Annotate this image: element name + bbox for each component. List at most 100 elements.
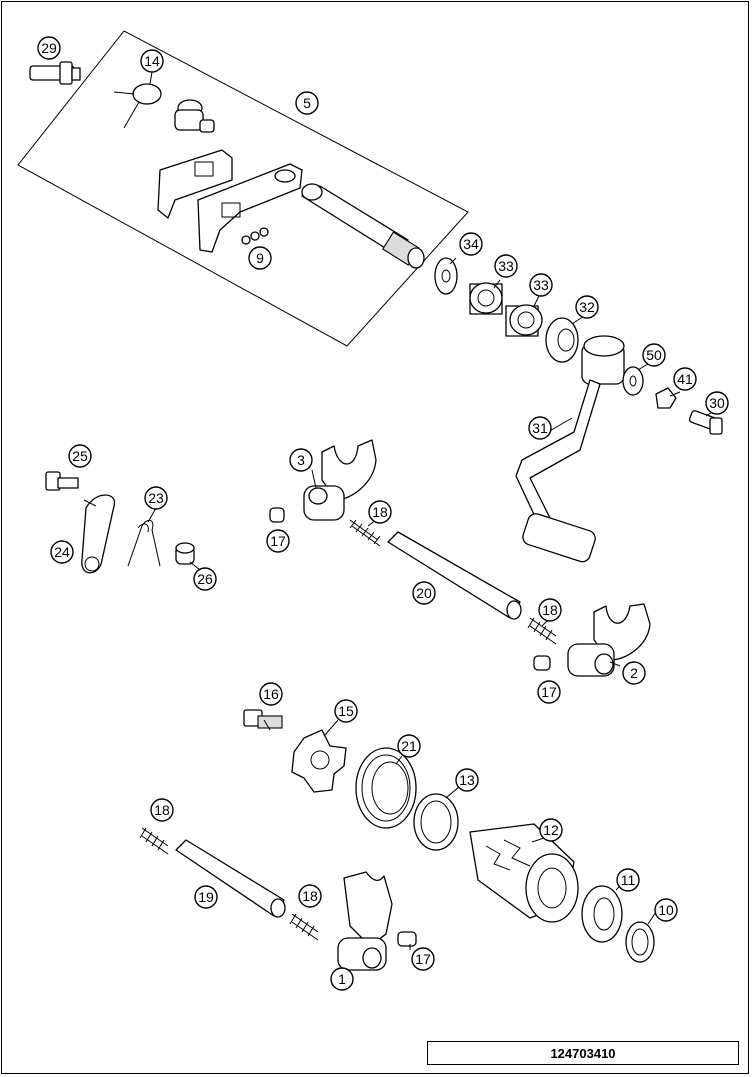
callout-12: 12 — [539, 818, 563, 842]
part-18-spring — [139, 827, 169, 855]
svg-text:13: 13 — [459, 772, 475, 788]
svg-text:34: 34 — [463, 236, 479, 252]
callout-19: 19 — [194, 885, 218, 909]
part-25-bolt — [45, 471, 79, 491]
svg-text:17: 17 — [270, 533, 286, 549]
callout-29: 29 — [37, 36, 61, 60]
callout-5: 5 — [295, 91, 319, 115]
callout-26: 26 — [193, 567, 217, 591]
callout-30: 30 — [705, 391, 729, 415]
callout-34: 34 — [459, 232, 483, 256]
callout-3: 3 — [289, 448, 313, 472]
part-50-washer — [622, 366, 644, 396]
svg-text:5: 5 — [303, 95, 311, 111]
svg-text:41: 41 — [677, 371, 693, 387]
part-13-ring — [413, 793, 459, 851]
callout-18: 18 — [150, 798, 174, 822]
svg-text:1: 1 — [338, 971, 346, 987]
callout-18: 18 — [368, 500, 392, 524]
svg-text:23: 23 — [148, 490, 164, 506]
svg-text:33: 33 — [533, 277, 549, 293]
svg-text:16: 16 — [263, 686, 279, 702]
callout-41: 41 — [673, 367, 697, 391]
shift-shaft — [301, 183, 425, 269]
part-33-needle-bearing — [505, 304, 543, 337]
part-11-bearing — [581, 885, 623, 943]
part-18-spring — [289, 913, 319, 941]
callout-17: 17 — [411, 947, 435, 971]
callout-31: 31 — [528, 416, 552, 440]
callout-20: 20 — [412, 581, 436, 605]
part-29-bolt — [29, 61, 81, 85]
svg-text:11: 11 — [621, 872, 636, 888]
callout-13: 13 — [455, 768, 479, 792]
part-23-spring — [127, 520, 161, 567]
callout-11: 11 — [616, 868, 640, 892]
svg-text:29: 29 — [41, 40, 57, 56]
callout-25: 25 — [68, 444, 92, 468]
callout-33: 33 — [529, 273, 553, 297]
part-33-needle-bearing — [469, 282, 503, 315]
part-10-ring — [625, 921, 655, 963]
part-2-shift-fork — [567, 603, 651, 677]
svg-text:33: 33 — [498, 258, 514, 274]
svg-text:18: 18 — [372, 504, 388, 520]
svg-text:18: 18 — [302, 888, 318, 904]
callout-18: 18 — [298, 884, 322, 908]
svg-text:3: 3 — [297, 452, 305, 468]
svg-text:24: 24 — [54, 544, 70, 560]
callout-9: 9 — [248, 246, 272, 270]
svg-text:20: 20 — [416, 585, 432, 601]
part-19-shift-rod — [175, 839, 286, 918]
part-17-pin — [397, 931, 417, 947]
svg-text:17: 17 — [415, 951, 431, 967]
svg-text:2: 2 — [630, 665, 638, 681]
shift-bushing — [174, 99, 215, 133]
svg-text:17: 17 — [541, 684, 557, 700]
part-1-shift-fork — [337, 871, 393, 971]
svg-text:10: 10 — [658, 902, 674, 918]
svg-text:18: 18 — [154, 802, 170, 818]
part-24-detent-lever — [81, 494, 116, 574]
part-20-shift-rod — [387, 531, 522, 620]
callout-24: 24 — [50, 540, 74, 564]
callout-17: 17 — [537, 680, 561, 704]
callout-33: 33 — [494, 254, 518, 278]
callout-2: 2 — [622, 661, 646, 685]
part-41-nut — [655, 387, 677, 409]
part-32-ring — [545, 317, 579, 363]
svg-text:32: 32 — [579, 299, 595, 315]
svg-text:9: 9 — [256, 250, 264, 266]
assembly-group-outline — [17, 30, 469, 347]
callout-15: 15 — [334, 699, 358, 723]
part-16-bolt — [243, 709, 283, 729]
callout-14: 14 — [140, 49, 164, 73]
callout-10: 10 — [654, 898, 678, 922]
part-26-bushing — [175, 542, 195, 565]
callout-17: 17 — [266, 529, 290, 553]
part-30-bolt — [688, 410, 723, 435]
svg-text:26: 26 — [197, 571, 213, 587]
part-31-shift-lever — [515, 335, 625, 563]
svg-text:18: 18 — [542, 602, 558, 618]
part-18-spring — [527, 617, 557, 645]
callout-21: 21 — [397, 734, 421, 758]
part-3-shift-fork — [303, 439, 377, 521]
part-21-bearing — [355, 747, 417, 829]
part-12-shift-drum — [469, 823, 579, 923]
svg-text:19: 19 — [198, 889, 214, 905]
svg-text:12: 12 — [543, 822, 559, 838]
shift-plates — [157, 149, 303, 253]
part-9-rollers — [241, 227, 269, 245]
svg-text:15: 15 — [338, 703, 354, 719]
callout-16: 16 — [259, 682, 283, 706]
part-17-pin — [533, 655, 551, 671]
drawing-number: 124703410 — [427, 1041, 739, 1065]
part-14-spring — [113, 83, 162, 129]
callout-1: 1 — [330, 967, 354, 991]
svg-text:50: 50 — [646, 347, 662, 363]
part-15-shift-star — [291, 729, 347, 793]
